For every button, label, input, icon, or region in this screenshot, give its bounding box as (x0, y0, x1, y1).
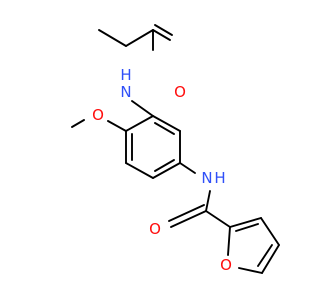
bond-top-carbonyl-double-2 (154, 24, 173, 36)
bond-bottom-n-to-carbonyl (205, 190, 211, 212)
oxygen-label-top-carbonyl: O (174, 83, 186, 101)
oxygen-label-methoxy: O (92, 106, 104, 124)
ring-bond-4 (125, 162, 154, 179)
ring-bond-6 (125, 115, 154, 132)
bond-carbonyl-to-furan (205, 210, 231, 228)
nitrogen-label-top: N (120, 83, 131, 101)
ring-bond-3 (152, 162, 181, 179)
furan-bond-c4-c5 (261, 244, 280, 274)
bond-methoxy-o-to-ch3 (71, 119, 85, 128)
ring-bond-1 (152, 115, 181, 132)
bond-top-n-to-ring (131, 100, 154, 117)
furan-bond-o-c2 (227, 226, 231, 256)
benzene-ring (125, 115, 181, 179)
ring-inner-double-a (154, 122, 175, 135)
furan-ring (227, 217, 280, 274)
bond-ring-to-bottom-n (179, 162, 196, 174)
oxygen-label-bottom-carbonyl: O (149, 220, 161, 238)
furoyl-amide-group (168, 162, 231, 228)
bond-bottom-carbonyl-double-1 (170, 210, 207, 228)
furan-inner-double-b (257, 244, 273, 267)
furan-bond-c2-c3 (229, 217, 262, 228)
furan-inner-double-a (235, 223, 259, 232)
furan-bond-c3-c4 (260, 217, 280, 246)
molecule-structure-diagram: N H O O N H O O (71, 24, 280, 274)
bond-top-carbonyl-double-1 (152, 29, 171, 41)
bond-bottom-carbonyl-double-2 (168, 204, 205, 222)
ring-inner-double-b (154, 159, 175, 172)
hydrogen-label-top: H (120, 66, 131, 84)
bond-ring-to-methoxy-o (107, 120, 127, 132)
propanoyl-group (98, 24, 173, 51)
methoxy-group (71, 119, 127, 132)
bond-ethyl-ch2-carbonyl (125, 29, 154, 47)
furan-bond-c5-o (238, 267, 263, 274)
hydrogen-label-bottom: H (214, 169, 225, 187)
nitrogen-label-bottom: N (201, 169, 212, 187)
bond-ethyl-ch3-ch2 (98, 29, 127, 47)
oxygen-label-furan: O (220, 256, 232, 274)
atom-labels: N H O O N H O O (92, 66, 232, 274)
